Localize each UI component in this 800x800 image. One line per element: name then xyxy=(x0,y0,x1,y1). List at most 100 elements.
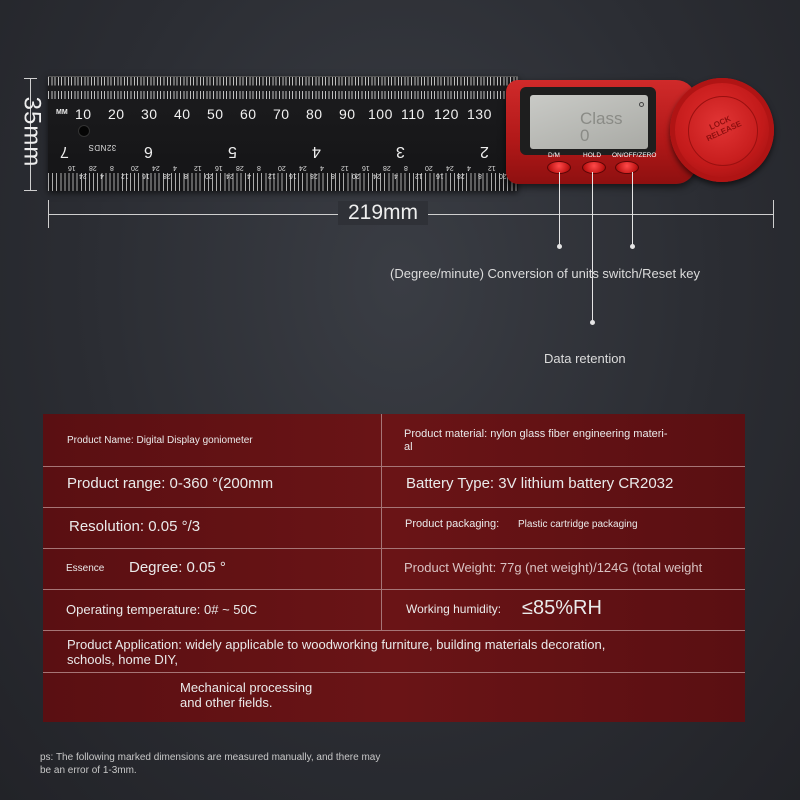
onoff-zero-button-label: ON/OFF/ZERO xyxy=(612,152,657,159)
spec-row-divider xyxy=(43,507,745,508)
ruler-fraction-number: 8 xyxy=(404,164,408,171)
spec-resolution: Resolution: 0.05 °/3 xyxy=(69,518,201,535)
ruler-fraction-number: 28 xyxy=(383,164,391,171)
spec-row-divider xyxy=(43,630,745,631)
conversion-callout: (Degree/minute) Conversion of units swit… xyxy=(390,266,700,281)
ruler-fraction-number: 16 xyxy=(288,172,297,179)
footnote-line2: be an error of 1-3mm. xyxy=(40,765,137,776)
spec-application-line4: and other fields. xyxy=(180,695,273,710)
hold-button-leader-dot xyxy=(590,320,595,325)
height-dimension-line xyxy=(30,78,31,190)
zero-button-leader-dot xyxy=(630,244,635,249)
ruler-fraction-number: 8 xyxy=(110,164,114,171)
lcd-readout-line2: 0 xyxy=(580,126,590,145)
ruler-inch-number: 3 xyxy=(396,143,405,160)
ruler-fraction-number: 12 xyxy=(194,164,202,171)
length-dimension-label: 219mm xyxy=(338,201,429,225)
ruler-fraction-number: 12 xyxy=(120,172,129,179)
ruler-mm-ticks xyxy=(48,77,518,99)
spec-battery-type: Battery Type: 3V lithium battery CR2032 xyxy=(406,475,674,492)
footnote: ps: The following marked dimensions are … xyxy=(40,751,440,777)
ruler-inch-number: 2 xyxy=(480,143,489,160)
ruler-fraction-number: 12 xyxy=(267,172,276,179)
ruler-fraction-number: 24 xyxy=(152,164,160,171)
ruler-fraction-number: 8 xyxy=(477,172,482,179)
ruler-body: MM 32NDS xyxy=(48,76,518,191)
length-dimension-cap-right xyxy=(773,200,774,228)
spec-application-line1: Product Application: widely applicable t… xyxy=(67,637,606,652)
ruler-fraction-number: 4 xyxy=(173,164,177,171)
ruler-fraction-number: 4 xyxy=(99,172,104,179)
spec-row-divider xyxy=(43,466,745,467)
spec-application-line3: Mechanical processing xyxy=(180,680,313,695)
ruler-mm-number: 100 xyxy=(368,106,393,122)
ruler-mm-number: 70 xyxy=(273,106,290,122)
ruler-fraction-number: 28 xyxy=(89,164,97,171)
spec-product-material-line2: al xyxy=(404,441,413,453)
ruler-fraction-number: 16 xyxy=(141,172,150,179)
ruler-inch-number: 7 xyxy=(60,143,69,160)
ruler-mm-number: 10 xyxy=(75,106,92,122)
ruler-fraction-number: 20 xyxy=(131,164,139,171)
ruler-fraction-number: 20 xyxy=(204,172,213,179)
spec-product-weight: Product Weight: 77g (net weight)/124G (t… xyxy=(404,560,703,575)
height-dimension-cap-top xyxy=(24,78,37,79)
spec-essence-label: Essence xyxy=(66,563,105,574)
lcd-readout: Class 0 xyxy=(580,110,623,144)
ruler-fraction-number: 24 xyxy=(225,172,234,179)
spec-application-continued: Mechanical processing and other fields. xyxy=(180,680,312,710)
lcd-readout-line1: Class xyxy=(580,109,623,128)
footnote-line1: ps: The following marked dimensions are … xyxy=(40,752,381,763)
lock-knob-cap xyxy=(688,96,758,166)
dm-button-label: D/M xyxy=(548,152,560,159)
ruler-mm-number: 80 xyxy=(306,106,323,122)
lcd-screen xyxy=(530,95,648,149)
spec-essence-value: Degree: 0.05 ° xyxy=(129,559,226,576)
spec-application: Product Application: widely applicable t… xyxy=(67,637,605,667)
ruler-fraction-number: 24 xyxy=(372,172,381,179)
ruler-fraction-number: 24 xyxy=(446,164,454,171)
ruler-fraction-number: 12 xyxy=(414,172,423,179)
spec-packaging-label: Product packaging: xyxy=(405,518,500,530)
ruler-fraction-number: 28 xyxy=(456,172,465,179)
ruler-fraction-number: 20 xyxy=(278,164,286,171)
ruler-fraction-number: 28 xyxy=(309,172,318,179)
spec-product-range: Product range: 0-360 °(200mm xyxy=(67,475,274,492)
ruler-fraction-number: 8 xyxy=(330,172,335,179)
ruler-inch-number: 6 xyxy=(144,143,153,160)
ruler-mm-number: 90 xyxy=(339,106,356,122)
spec-humidity-label: Working humidity: xyxy=(406,602,502,616)
ruler-mm-number: 110 xyxy=(401,106,425,122)
onoff-zero-button[interactable] xyxy=(615,161,639,174)
spec-product-name: Product Name: Digital Display goniometer xyxy=(67,435,253,446)
dm-button-leader-line xyxy=(559,172,560,246)
spec-product-material-line1: Product material: nylon glass fiber engi… xyxy=(404,428,668,440)
spec-row-divider xyxy=(43,589,745,590)
ruler-fraction-number: 16 xyxy=(215,164,223,171)
ruler-unit-label: MM xyxy=(56,109,68,116)
length-dimension-cap-left xyxy=(48,200,49,228)
spec-product-material: Product material: nylon glass fiber engi… xyxy=(404,428,668,454)
ruler-mm-number: 40 xyxy=(174,106,191,122)
ruler-mm-number: 20 xyxy=(108,106,125,122)
ruler-mm-number: 120 xyxy=(434,106,459,122)
ruler-mm-number: 60 xyxy=(240,106,257,122)
ruler-mm-number: 30 xyxy=(141,106,158,122)
ruler-fraction-number: 4 xyxy=(467,164,471,171)
ruler-model-mark: 32NDS xyxy=(88,143,117,152)
ruler-fraction-number: 12 xyxy=(488,164,496,171)
ruler-fraction-number: 28 xyxy=(236,164,244,171)
ruler-fraction-number: 16 xyxy=(435,172,444,179)
ruler-fraction-number: 4 xyxy=(393,172,398,179)
height-dimension-label: 35mm xyxy=(18,96,46,168)
ruler-fraction-ticks xyxy=(48,173,518,191)
hold-button[interactable] xyxy=(582,161,606,174)
ruler-inch-number: 5 xyxy=(228,143,237,160)
ruler-mm-number: 130 xyxy=(467,106,492,122)
ruler-fraction-number: 20 xyxy=(425,164,433,171)
ruler-fraction-number: 20 xyxy=(351,172,360,179)
spec-application-line2: schools, home DIY, xyxy=(67,652,179,667)
spec-column-divider xyxy=(381,414,382,630)
hold-button-label: HOLD xyxy=(583,152,602,159)
zero-button-leader-line xyxy=(632,172,633,246)
